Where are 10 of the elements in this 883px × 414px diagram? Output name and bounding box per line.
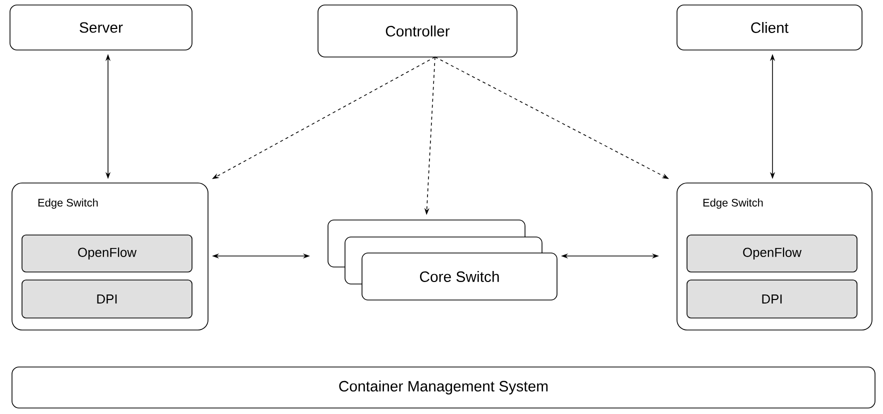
rounded-box: Controller (318, 4, 518, 58)
rounded-box: Server (10, 4, 192, 50)
module-box: OpenFlow (686, 234, 858, 272)
node-label: Core Switch (420, 271, 499, 282)
module-box: DPI (686, 280, 858, 318)
module-box: DPI (22, 280, 192, 318)
module-box: OpenFlow (22, 234, 192, 272)
rounded-box: Client (676, 4, 862, 50)
rounded-box: Container Management System (12, 366, 876, 408)
core-switch-stack: Core Switch (328, 220, 558, 300)
